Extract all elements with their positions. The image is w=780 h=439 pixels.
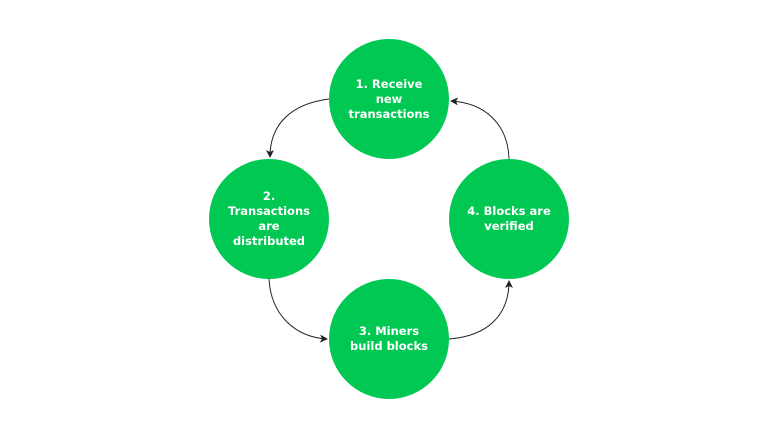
arrow-2-to-3 bbox=[268, 278, 328, 343]
node-label: 2. Transactions are distributed bbox=[228, 189, 310, 248]
node-transactions-are-distributed: 2. Transactions are distributed bbox=[209, 159, 329, 279]
node-label: 3. Miners build blocks bbox=[350, 324, 428, 353]
arrow-1-to-2 bbox=[266, 98, 330, 158]
node-label: 1. Receive new transactions bbox=[348, 76, 430, 121]
arrow-3-to-4 bbox=[448, 280, 513, 340]
node-label: 4. Blocks are verified bbox=[467, 204, 551, 233]
node-receive-new-transactions: 1. Receive new transactions bbox=[329, 39, 449, 159]
node-miners-build-blocks: 3. Miners build blocks bbox=[329, 279, 449, 399]
node-blocks-are-verified: 4. Blocks are verified bbox=[449, 159, 569, 279]
arrow-4-to-1 bbox=[450, 97, 510, 160]
